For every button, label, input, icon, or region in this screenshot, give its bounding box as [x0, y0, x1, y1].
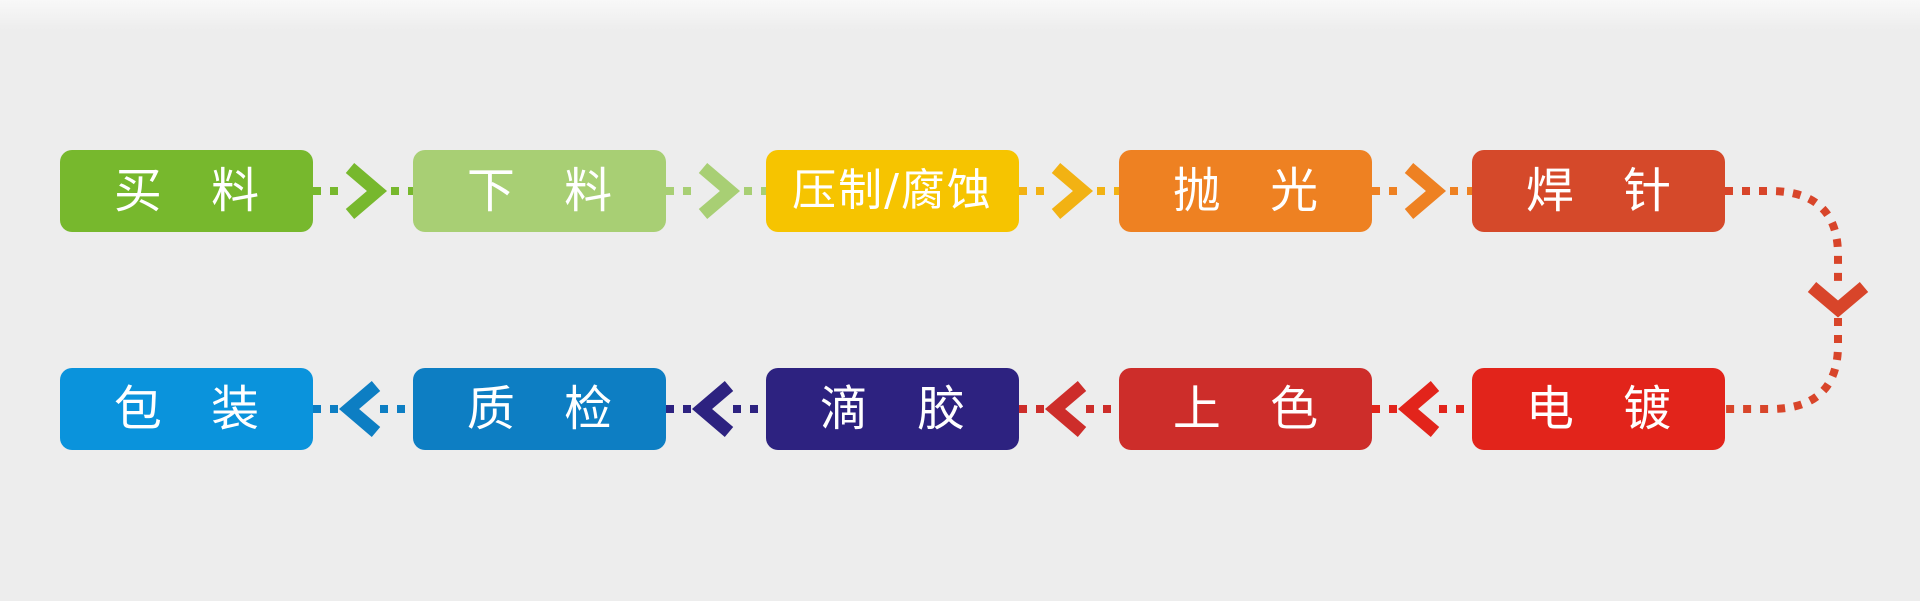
chevron-right-icon	[1051, 163, 1094, 219]
chevron-left-icon	[1044, 381, 1087, 437]
step-electroplating: 电 镀	[1472, 368, 1725, 450]
step-label: 质 检	[466, 381, 613, 437]
step-buy-material: 买 料	[60, 150, 313, 232]
step-pin-welding: 焊 针	[1472, 150, 1725, 232]
arrow-cut-to-press	[666, 163, 766, 219]
step-label: 买 料	[113, 163, 260, 219]
arrow-plate-to-color	[1372, 381, 1472, 437]
chevron-left-icon	[1397, 381, 1440, 437]
step-epoxy-dripping: 滴 胶	[766, 368, 1019, 450]
step-label: 抛 光	[1172, 163, 1319, 219]
arrow-inspect-to-pack	[313, 381, 413, 437]
step-label: 包 装	[113, 381, 260, 437]
step-label: 压制/腐蚀	[792, 165, 993, 216]
arrow-epoxy-to-inspect	[666, 381, 766, 437]
arrow-buy-to-cut	[313, 163, 413, 219]
chevron-right-icon	[698, 163, 741, 219]
step-label: 电 镀	[1525, 381, 1672, 437]
step-coloring: 上 色	[1119, 368, 1372, 450]
chevron-left-icon	[338, 381, 381, 437]
step-label: 下 料	[466, 163, 613, 219]
step-label: 滴 胶	[819, 381, 966, 437]
step-polishing: 抛 光	[1119, 150, 1372, 232]
chevron-right-icon	[345, 163, 388, 219]
step-pressing-etching: 压制/腐蚀	[766, 150, 1019, 232]
step-packaging: 包 装	[60, 368, 313, 450]
step-label: 焊 针	[1525, 163, 1672, 219]
step-quality-inspection: 质 检	[413, 368, 666, 450]
step-cutting: 下 料	[413, 150, 666, 232]
arrow-weld-to-plate-curve	[1725, 187, 1869, 413]
arrow-color-to-epoxy	[1019, 381, 1119, 437]
arrow-press-to-polish	[1019, 163, 1119, 219]
chevron-right-icon	[1404, 163, 1447, 219]
chevron-down-icon	[1807, 282, 1869, 318]
chevron-left-icon	[691, 381, 734, 437]
step-label: 上 色	[1172, 381, 1319, 437]
arrow-polish-to-weld	[1372, 163, 1472, 219]
